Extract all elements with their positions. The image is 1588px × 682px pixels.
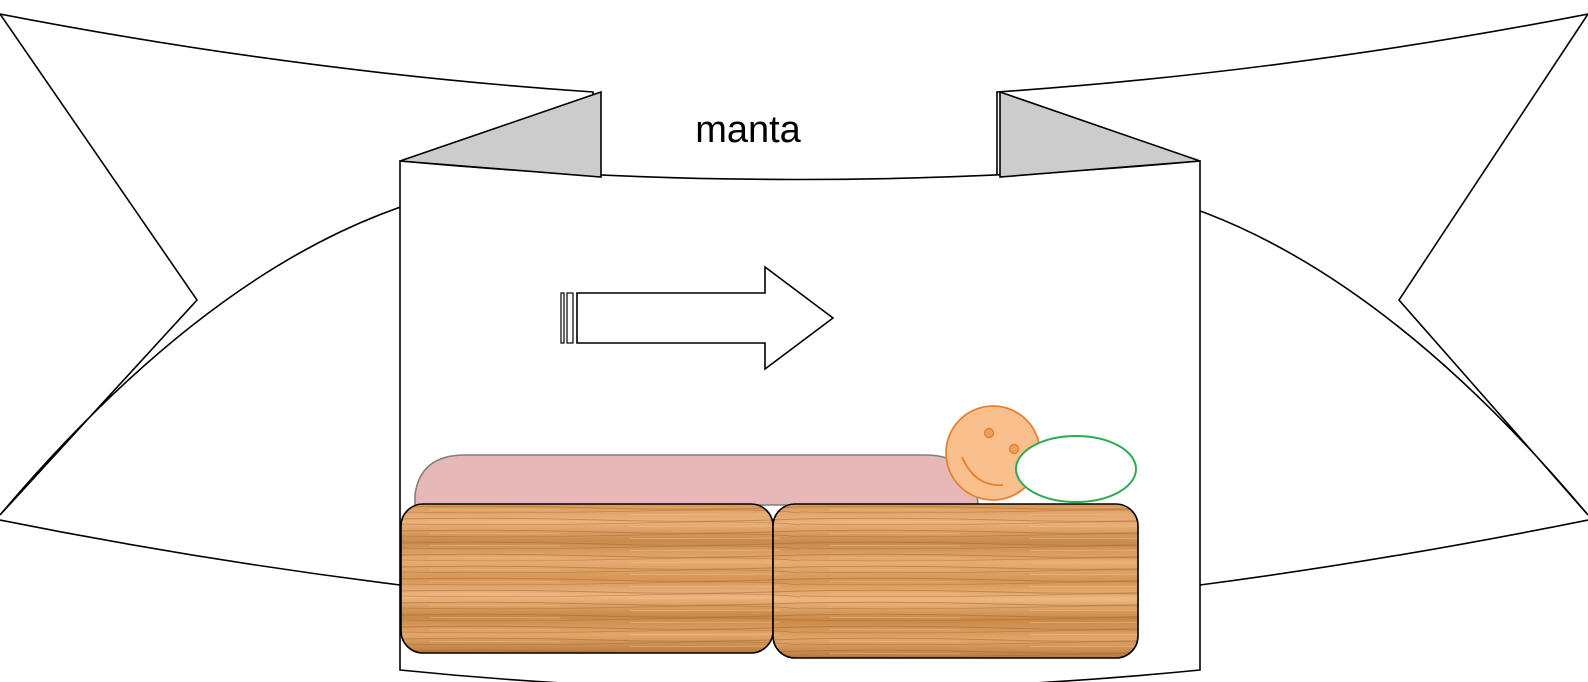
- wooden-block-right: [772, 503, 1139, 659]
- right-arrow-icon: [560, 265, 835, 371]
- banner-fold-right: [999, 90, 1201, 178]
- banner-left-wing-bottom: [0, 519, 401, 586]
- wooden-block-left: [400, 503, 774, 654]
- banner-right-wing-bottom: [1199, 519, 1588, 586]
- banner-label: manta: [695, 109, 801, 151]
- blanket-shape: [414, 454, 979, 506]
- banner-fold-left: [399, 90, 602, 178]
- hand-ellipse: [1015, 435, 1137, 503]
